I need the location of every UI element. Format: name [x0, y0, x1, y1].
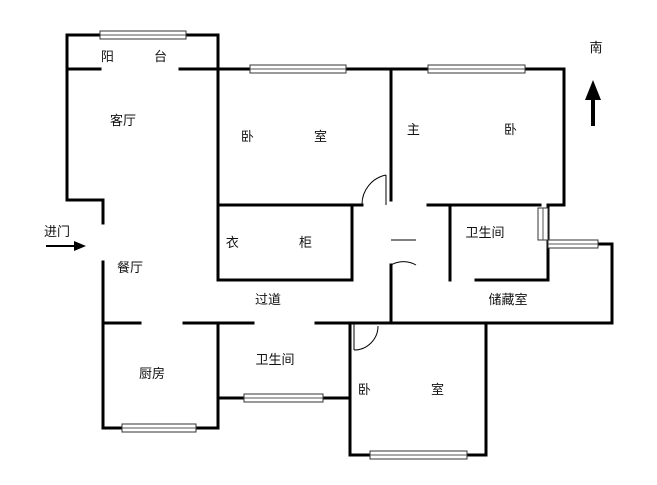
entrance-arrow-icon: [46, 241, 86, 251]
walls: [65, 33, 614, 457]
window-master-north: [427, 64, 526, 74]
room-label-master-bedroom: 主 卧: [407, 123, 557, 138]
room-label-storage: 储藏室: [488, 292, 527, 308]
room-label-kitchen: 厨房: [139, 366, 165, 382]
door-bedroom-north: [361, 174, 387, 206]
window-balcony: [99, 30, 187, 40]
window-bathroom: [243, 393, 324, 403]
room-label-bathroom-main: 卫生间: [255, 353, 294, 368]
compass-label: 南: [589, 40, 602, 56]
room-label-living-room: 客厅: [110, 113, 136, 129]
room-label-bedroom-north: 卧 室: [241, 129, 355, 145]
living-room-west-wall: [65, 67, 105, 225]
door-south-bedroom: [353, 323, 379, 351]
door-master: [390, 239, 417, 266]
south-bedroom-wall: [348, 321, 488, 457]
doors: [353, 174, 417, 351]
window-storage: [547, 239, 599, 249]
dining-west-wall: [101, 260, 220, 430]
master-bath-wall: [426, 203, 566, 282]
wardrobe-wall: [216, 203, 354, 282]
window-bedroom-south: [369, 450, 468, 460]
room-label-hallway: 过道: [255, 293, 281, 308]
window-master-bath: [537, 207, 549, 241]
entrance-label: 进门: [44, 225, 70, 240]
window-kitchen: [121, 423, 197, 433]
room-label-bathroom-master: 卫生间: [465, 226, 504, 241]
windows: [99, 30, 599, 460]
north-arrow-icon: [585, 80, 601, 126]
window-bedroom-north: [249, 64, 347, 74]
room-label-bedroom-south: 卧 室: [358, 382, 472, 398]
balcony-wall: [65, 33, 220, 71]
room-label-wardrobe: 衣 柜: [226, 235, 340, 251]
storage-wall: [389, 242, 614, 325]
room-label-dining-room: 餐厅: [117, 260, 143, 276]
kitchen-bath-partition: [216, 321, 352, 400]
room-label-balcony: 阳 台: [101, 50, 185, 65]
